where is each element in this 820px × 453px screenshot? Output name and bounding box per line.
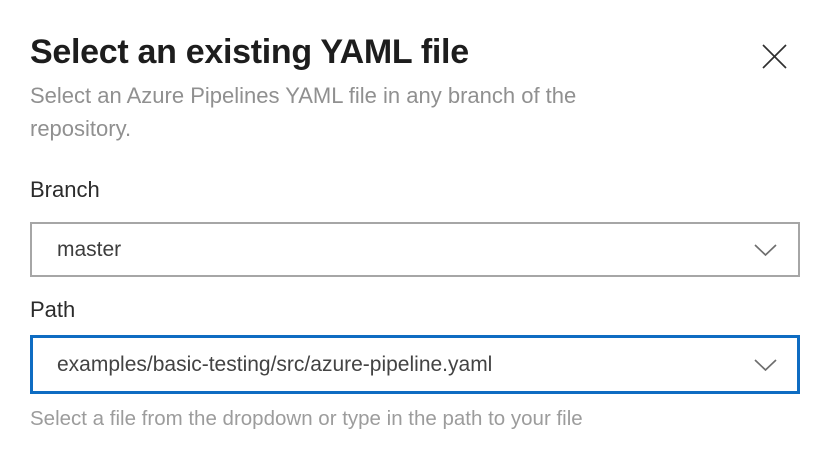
path-combobox — [30, 335, 800, 394]
path-input[interactable] — [33, 338, 753, 391]
chevron-down-icon — [753, 243, 778, 257]
page-title: Select an existing YAML file — [30, 33, 469, 71]
close-button[interactable] — [753, 35, 795, 77]
dialog-subtitle: Select an Azure Pipelines YAML file in a… — [30, 83, 577, 141]
path-helper-text: Select a file from the dropdown or type … — [30, 407, 583, 430]
path-field-label: Path — [30, 297, 76, 322]
branch-field-label: Branch — [30, 177, 100, 202]
chevron-down-icon[interactable] — [753, 358, 778, 372]
branch-selected-value: master — [57, 237, 122, 261]
branch-dropdown[interactable]: master — [30, 222, 800, 277]
close-icon — [759, 41, 790, 72]
